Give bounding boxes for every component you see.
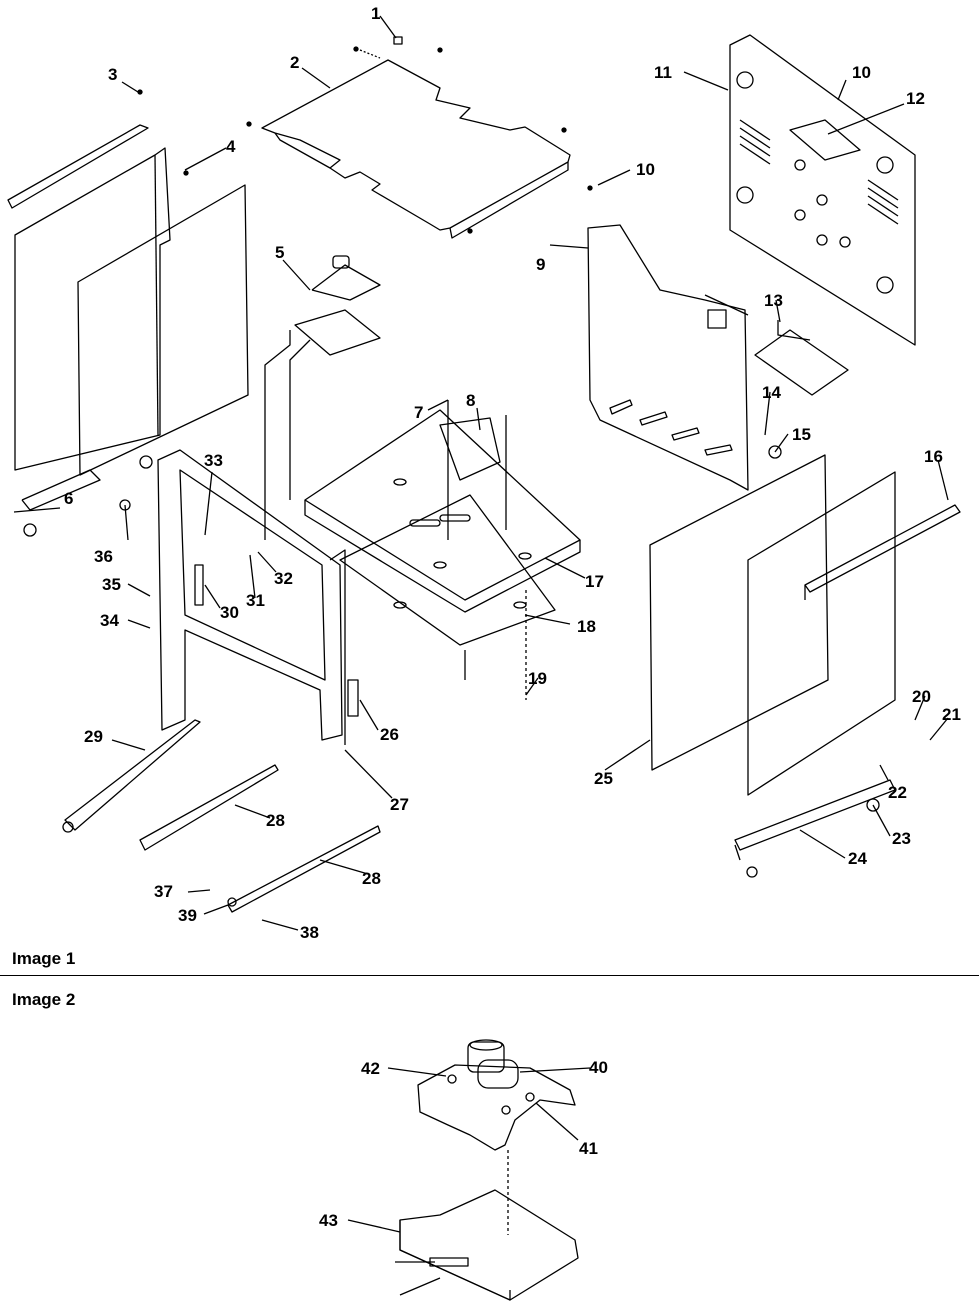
callout-10-b: 10 — [852, 63, 871, 82]
callout-6: 6 — [64, 489, 73, 508]
callout-12: 12 — [906, 89, 925, 108]
callout-32: 32 — [274, 569, 293, 588]
callout-27: 27 — [390, 795, 409, 814]
image1-callouts: 1 2 3 4 5 6 7 8 9 10 10 11 12 13 14 15 1… — [64, 4, 961, 942]
callout-16: 16 — [924, 447, 943, 466]
callout-17: 17 — [585, 572, 604, 591]
callout-28-b: 28 — [362, 869, 381, 888]
section-divider — [0, 975, 979, 976]
callout-41: 41 — [579, 1139, 598, 1158]
callout-leaders — [13, 15, 949, 931]
callout-2: 2 — [290, 53, 299, 72]
callout-30: 30 — [220, 603, 239, 622]
callout-24: 24 — [848, 849, 867, 868]
image1-caption: Image 1 — [12, 949, 76, 968]
callout-18: 18 — [577, 617, 596, 636]
callout-37: 37 — [154, 882, 173, 901]
callout-34: 34 — [100, 611, 119, 630]
callout-43: 43 — [319, 1211, 338, 1230]
callout-1: 1 — [371, 4, 380, 23]
part-left-side-panel — [7, 89, 249, 537]
callout-39: 39 — [178, 906, 197, 925]
part-top-panel — [246, 46, 593, 239]
part-rear-panel — [587, 224, 749, 491]
callout-9: 9 — [536, 255, 545, 274]
image1-diagram: 1 2 3 4 5 6 7 8 9 10 10 11 12 13 14 15 1… — [7, 4, 961, 942]
callout-26: 26 — [380, 725, 399, 744]
image2-diagram: 40 41 42 43 — [319, 1039, 608, 1301]
callout-29: 29 — [84, 727, 103, 746]
part-front-frame — [119, 449, 359, 745]
callout-13: 13 — [764, 291, 783, 310]
callout-4: 4 — [226, 137, 236, 156]
part-thermostat-assembly — [417, 1039, 576, 1235]
callout-3: 3 — [108, 65, 117, 84]
image2-caption: Image 2 — [12, 990, 76, 1009]
part-mounting-plate — [395, 1189, 579, 1301]
callout-33: 33 — [204, 451, 223, 470]
part-bracket-13 — [754, 320, 849, 459]
callout-23: 23 — [892, 829, 911, 848]
part-back-panel — [729, 34, 916, 346]
part-center-base — [304, 400, 581, 700]
callout-leaders-image2 — [347, 1067, 591, 1233]
part-bracket-5 — [264, 255, 381, 540]
part-clip — [393, 36, 403, 45]
callout-5: 5 — [275, 243, 284, 262]
callout-38: 38 — [300, 923, 319, 942]
callout-10-a: 10 — [636, 160, 655, 179]
callout-14: 14 — [762, 383, 781, 402]
callout-7: 7 — [414, 403, 423, 422]
callout-15: 15 — [792, 425, 811, 444]
part-rails — [62, 719, 381, 913]
callout-25: 25 — [594, 769, 613, 788]
callout-11: 11 — [654, 63, 672, 82]
callout-42: 42 — [361, 1059, 380, 1078]
callout-19: 19 — [528, 669, 547, 688]
callout-22: 22 — [888, 783, 907, 802]
callout-8: 8 — [466, 391, 475, 410]
callout-31: 31 — [246, 591, 265, 610]
callout-20: 20 — [912, 687, 931, 706]
callout-28-a: 28 — [266, 811, 285, 830]
part-right-side-panel — [649, 454, 961, 878]
callout-40: 40 — [589, 1058, 608, 1077]
callout-36: 36 — [94, 547, 113, 566]
callout-35: 35 — [102, 575, 121, 594]
image2-callouts: 40 41 42 43 — [319, 1058, 608, 1230]
callout-21: 21 — [942, 705, 961, 724]
